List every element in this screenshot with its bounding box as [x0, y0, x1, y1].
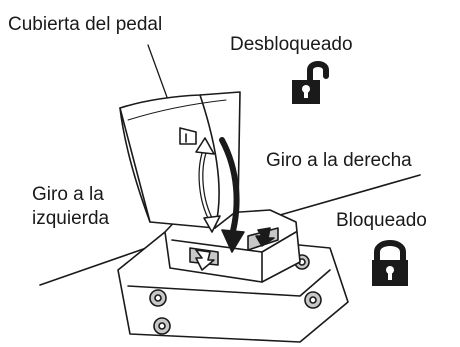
pedal-cover-label: Cubierta del pedal: [8, 14, 163, 35]
right-wire-line: [279, 174, 421, 216]
unlocked-label: Desbloqueado: [230, 34, 353, 55]
pedal-cover-leader-line: [147, 44, 169, 101]
left-slot-arrow: [195, 249, 215, 271]
latch-hook: [179, 127, 197, 145]
pedal-cover-left-edge: [119, 107, 151, 223]
right-turn-label: Giro a la derecha: [266, 150, 412, 171]
left-turn-label-line1: Giro a la: [32, 184, 104, 205]
flip-arrow-shaft: [199, 148, 214, 224]
rotation-arrow-head: [221, 229, 245, 253]
flip-arrow-head-up: [195, 137, 215, 155]
pedal-cover-rim: [127, 99, 227, 121]
base-plate-edge: [127, 269, 331, 297]
pedal-cover: [119, 91, 241, 229]
flip-arrow-head-down: [203, 215, 221, 233]
unlocked-padlock-icon: [292, 61, 329, 104]
mount-bolts: [149, 254, 322, 335]
pedal-cover-fold: [199, 94, 220, 229]
locked-label: Bloqueado: [336, 210, 427, 231]
locked-padlock-icon: [372, 240, 408, 286]
left-turn-label-line2: izquierda: [32, 208, 110, 229]
rotation-arrow-shaft: [219, 137, 240, 238]
right-slot-arrow: [255, 227, 275, 247]
